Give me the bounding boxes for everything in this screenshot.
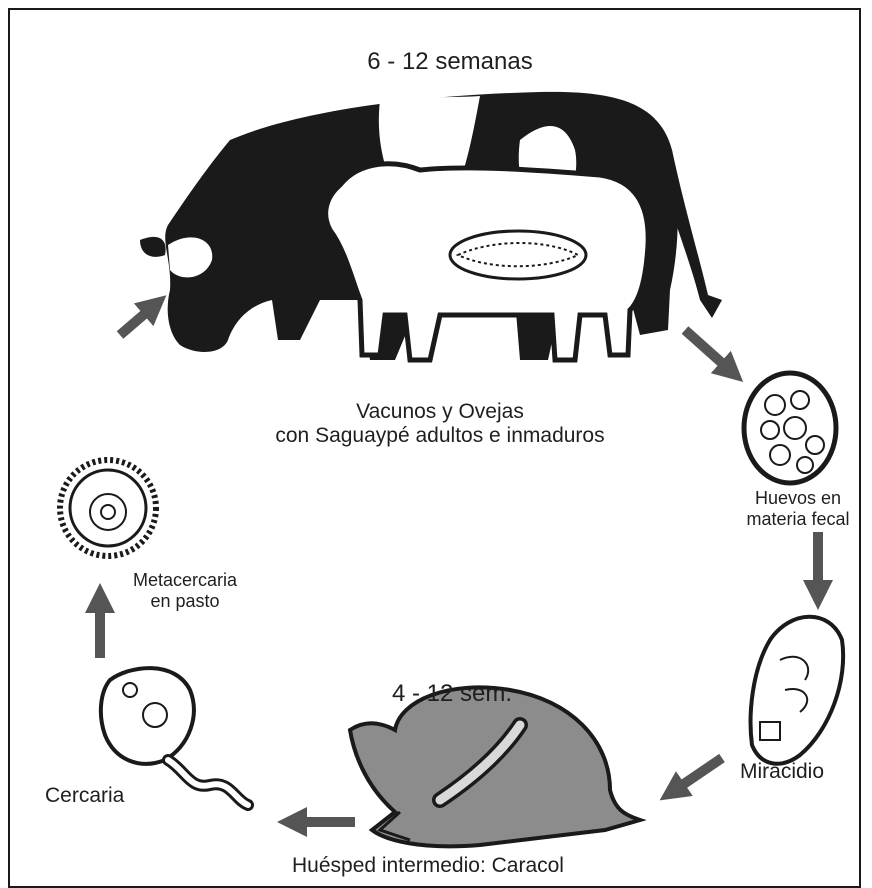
eggs-line1: Huevos en [728,488,868,509]
arrow-to-mouth [120,305,155,335]
definitive-host-line1: Vacunos y Ovejas [230,400,650,424]
definitive-host-line2: con Saguaypé adultos e inmaduros [230,424,650,448]
egg-illustration [744,373,836,483]
arrow-to-egg [685,330,732,372]
miracidium-illustration [751,617,844,764]
arrow-to-snail [672,758,722,792]
definitive-host-label: Vacunos y Ovejas con Saguaypé adultos e … [230,400,650,448]
intermediate-host-label: Huésped intermedio: Caracol [292,854,564,878]
eggs-line2: materia fecal [728,509,868,530]
metacercaria-line2: en pasto [110,591,260,612]
liver-fluke-illustration [450,231,586,279]
miracidium-label: Miracidio [740,760,824,784]
sheep-illustration [326,164,648,360]
snail-duration-label: 4 - 12 sem. [392,680,512,708]
eggs-label: Huevos en materia fecal [728,488,868,529]
snail-illustration [350,687,640,846]
metacercaria-illustration [60,460,156,556]
metacercaria-label: Metacercaria en pasto [110,570,260,611]
host-duration-label: 6 - 12 semanas [300,48,600,76]
cercaria-label: Cercaria [45,784,124,808]
metacercaria-line1: Metacercaria [110,570,260,591]
